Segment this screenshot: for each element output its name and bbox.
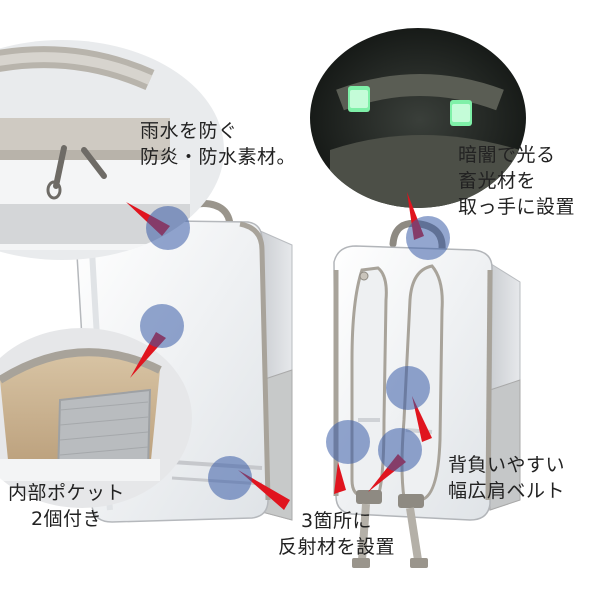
- callout-line: 畜光材を: [458, 170, 537, 192]
- glow-handle-callout: 暗闇で光る 畜光材を 取っ手に設置: [458, 142, 575, 220]
- callout-line: 取っ手に設置: [458, 196, 576, 218]
- pointer-arrow: [334, 462, 346, 494]
- reflector-callout: 3箇所に 反射材を設置: [278, 508, 395, 560]
- callout-line: 反射材を設置: [278, 536, 396, 558]
- glow-handle-inset: [310, 28, 526, 208]
- marker-circle: [378, 428, 422, 472]
- interior-pocket-inset: [0, 328, 192, 508]
- callout-line: 背負いやすい: [448, 454, 566, 476]
- marker-circle: [146, 206, 190, 250]
- marker-circle: [208, 456, 252, 500]
- callout-line: 2個付き: [30, 508, 103, 530]
- marker-circle: [386, 366, 430, 410]
- waterproof-callout: 雨水を防ぐ 防炎・防水素材。: [140, 118, 296, 170]
- callout-line: 防炎・防水素材。: [140, 146, 297, 168]
- callout-line: 雨水を防ぐ: [140, 120, 238, 142]
- inner-pocket-callout: 内部ポケット 2個付き: [8, 480, 125, 532]
- callout-line: 暗闇で光る: [458, 144, 556, 166]
- callout-line: 内部ポケット: [8, 482, 126, 504]
- marker-circle: [140, 304, 184, 348]
- marker-circle: [406, 216, 450, 260]
- marker-circle: [326, 420, 370, 464]
- shoulder-belt-callout: 背負いやすい 幅広肩ベルト: [448, 452, 565, 504]
- callout-line: 3箇所に: [300, 510, 373, 532]
- callout-line: 幅広肩ベルト: [448, 480, 566, 502]
